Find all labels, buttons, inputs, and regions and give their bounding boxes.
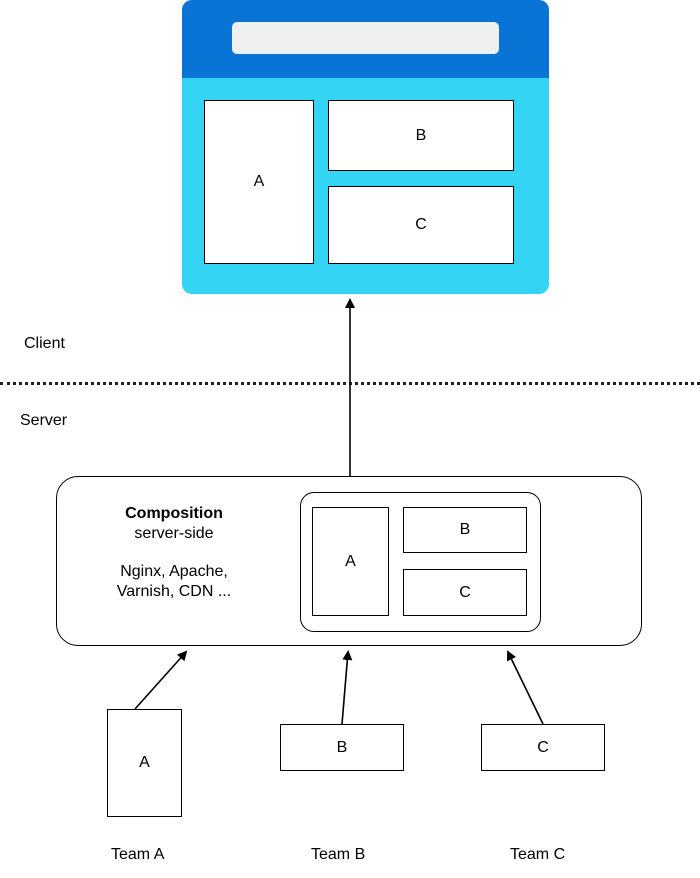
composition-subtitle: server-side: [134, 525, 214, 542]
address-bar: [232, 22, 499, 54]
composed-fragment-a: A: [312, 507, 389, 616]
composed-fragment-b-label: B: [459, 521, 471, 538]
browser-fragment-b: B: [328, 100, 514, 171]
browser-title-bar: [182, 0, 549, 78]
client-label: Client: [24, 335, 65, 352]
composition-tools-line2: Varnish, CDN ...: [116, 583, 232, 600]
browser-fragment-c-label: C: [415, 216, 427, 233]
team-c-fragment-label: C: [537, 738, 549, 756]
team-c-fragment: C: [481, 724, 605, 771]
team-b-to-composition-arrow: [341, 650, 353, 725]
composition-title: Composition: [125, 505, 223, 522]
team-a-to-composition-arrow: [134, 650, 188, 710]
composed-fragment-c: C: [403, 569, 527, 616]
team-c-label: Team C: [510, 846, 566, 863]
team-a-fragment: A: [107, 709, 182, 817]
team-b-label: Team B: [311, 846, 366, 863]
browser-fragment-c: C: [328, 186, 514, 264]
team-b-fragment: B: [280, 724, 404, 771]
browser-fragment-b-label: B: [415, 126, 427, 144]
composed-fragment-b: B: [403, 507, 527, 553]
server-label: Server: [20, 412, 68, 429]
team-c-to-composition-arrow: [507, 650, 544, 725]
composed-fragment-a-label: A: [345, 552, 356, 570]
team-a-label: Team A: [111, 846, 165, 863]
composed-fragment-c-label: C: [459, 583, 471, 601]
browser-fragment-a-label: A: [253, 173, 265, 190]
team-b-fragment-label: B: [336, 738, 348, 756]
browser-fragment-a: A: [204, 100, 314, 264]
team-a-fragment-label: A: [139, 754, 150, 771]
composition-tools-line1: Nginx, Apache,: [120, 563, 228, 580]
composition-description: Composition server-side Nginx, Apache, V…: [104, 504, 244, 602]
